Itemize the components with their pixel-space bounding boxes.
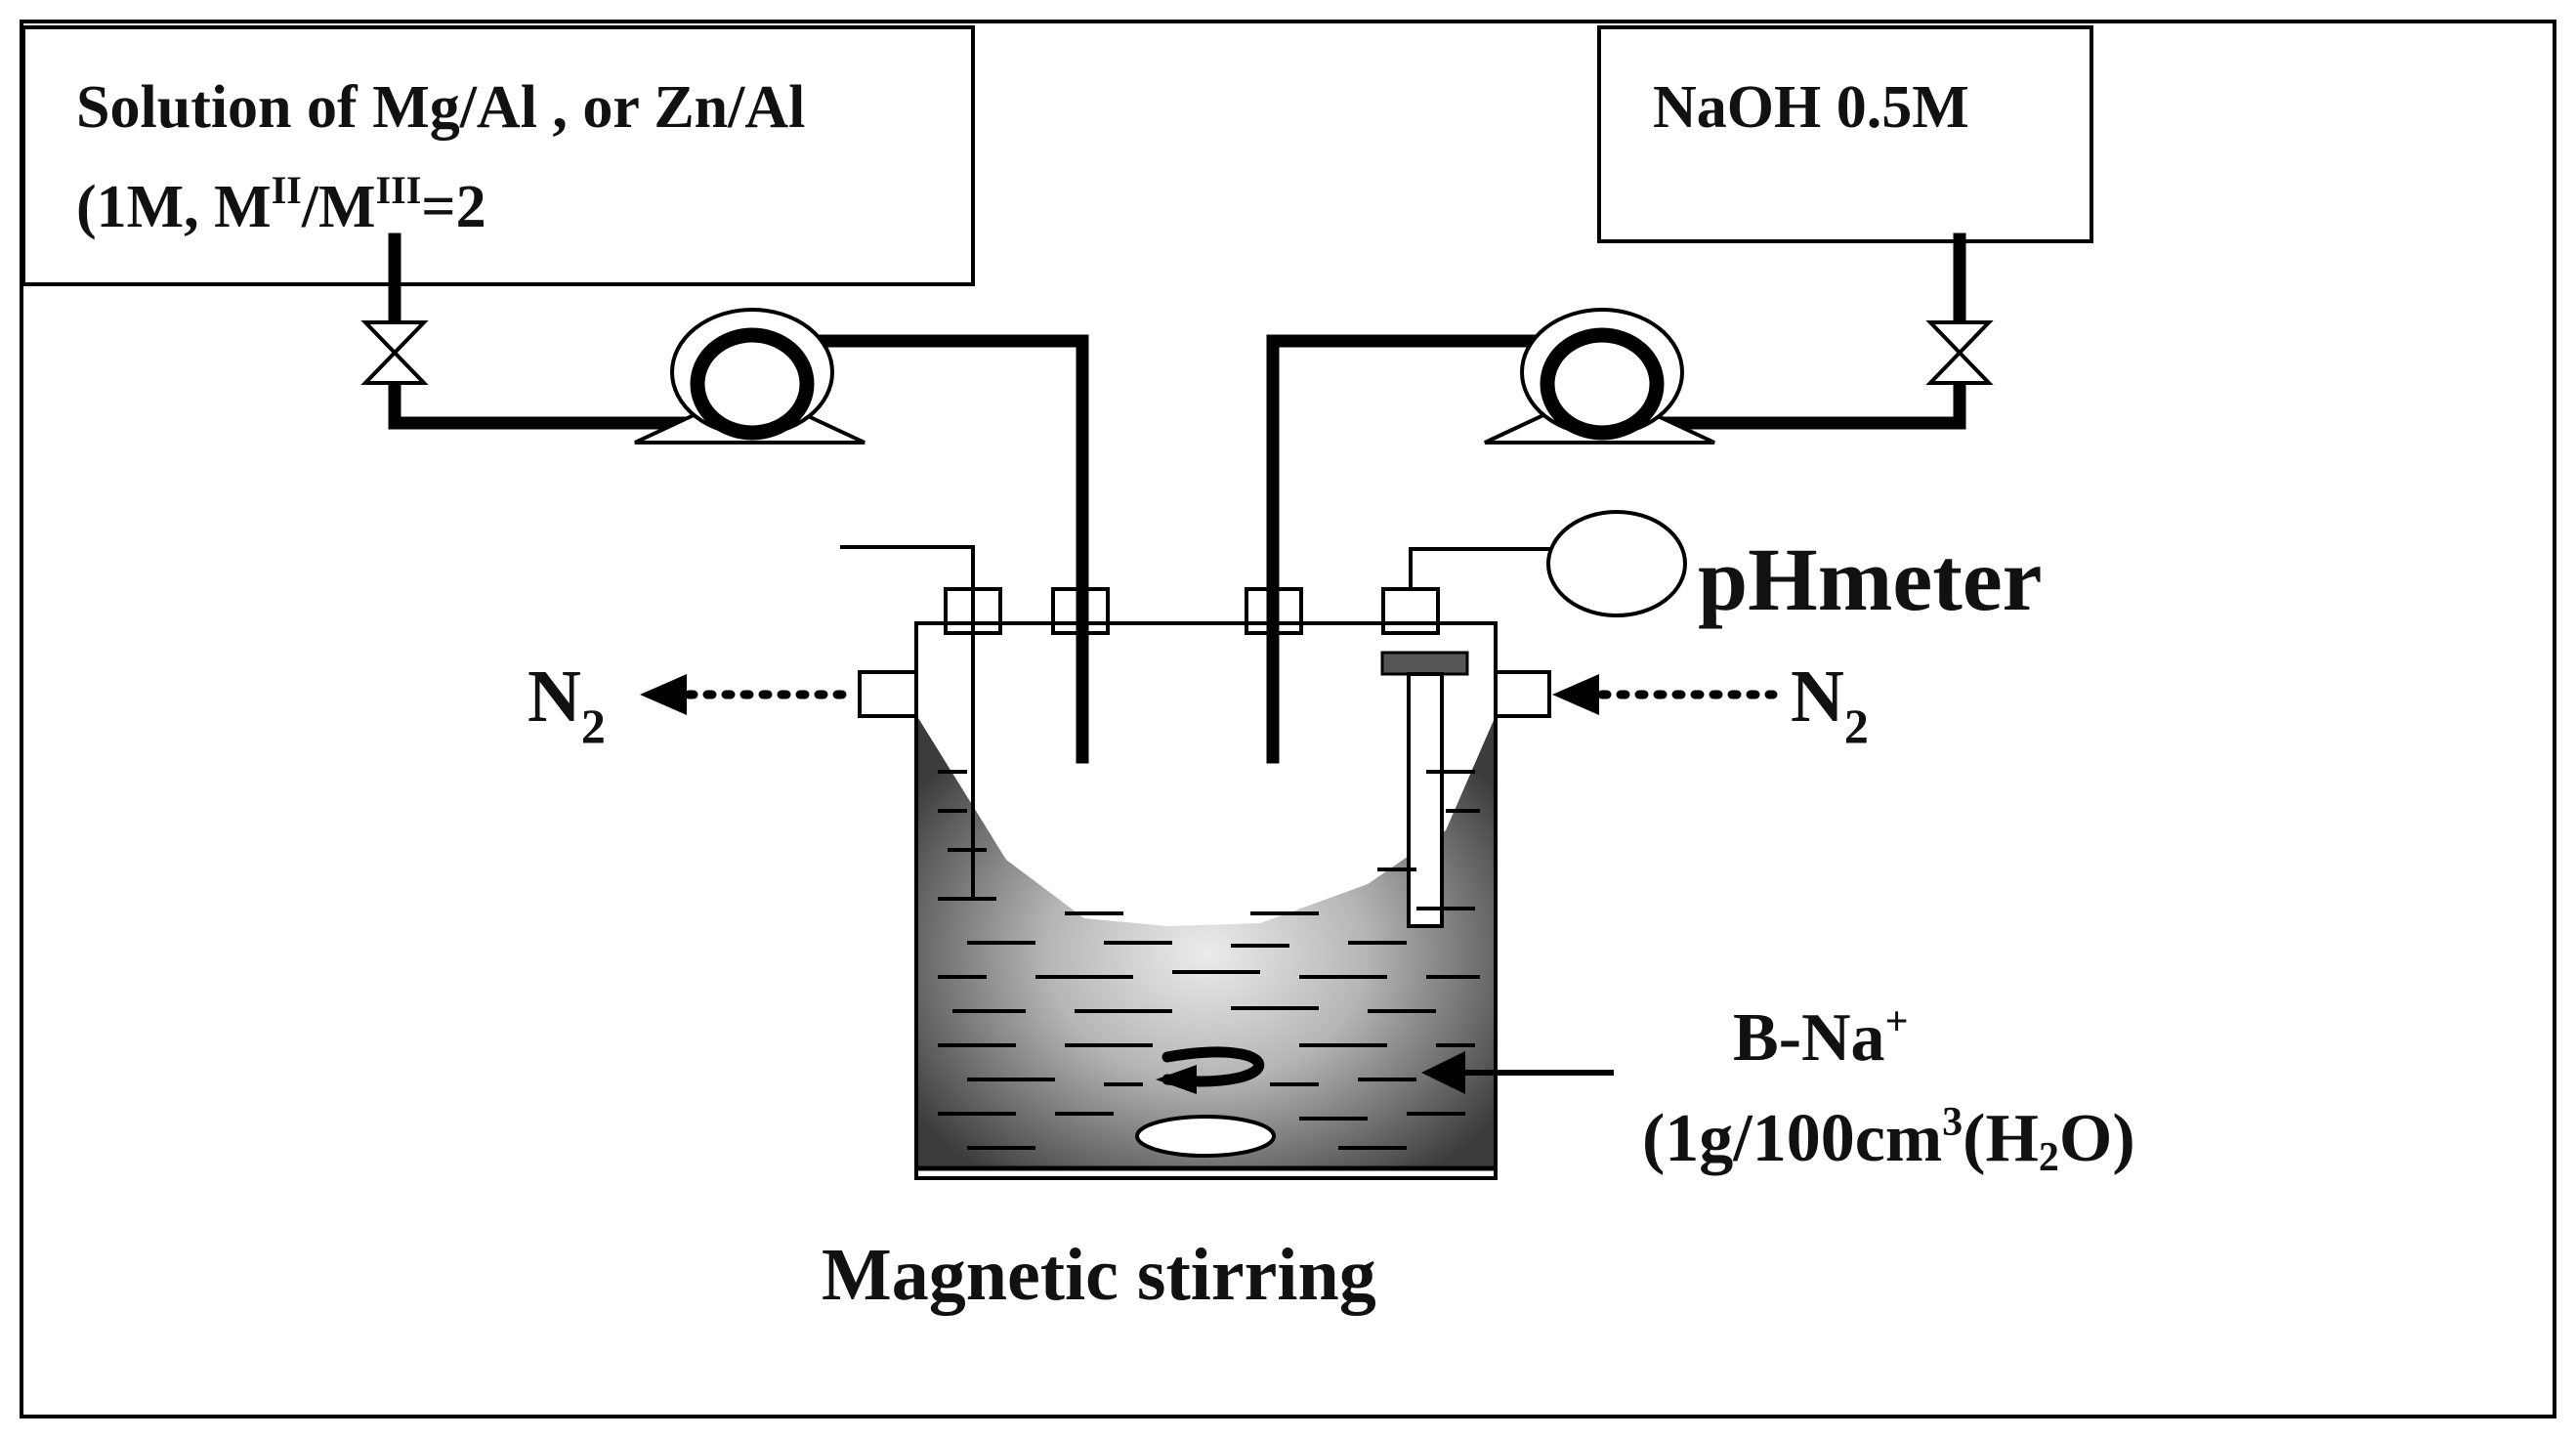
magnetic-stirring-label: Magnetic stirring: [822, 1234, 1376, 1316]
ph-electrode-cable: [1409, 547, 1553, 589]
left-valve-icon: [360, 320, 429, 385]
top-port-3: [1245, 587, 1303, 635]
reactor-vessel: [840, 545, 1553, 1180]
ph-electrode: [1407, 672, 1444, 928]
right-valve-icon: [1925, 320, 1994, 385]
liquid-suspension: [918, 718, 1495, 1170]
rotation-arrowhead-icon: [1156, 1065, 1197, 1094]
n2-inlet-label: N2: [1791, 656, 1869, 753]
n2-inlet-arrow: [1552, 674, 1778, 715]
ph-meter-label: pHmeter: [1698, 529, 2043, 629]
naoh-box: [1597, 25, 2093, 243]
left-pump-icon: [634, 308, 866, 444]
naoh-label: NaOH 0.5M: [1653, 74, 1969, 141]
suspension-pointer-arrow: [1421, 1051, 1614, 1094]
liquid-dashes: [938, 770, 1480, 1150]
left-feed-line: [388, 233, 1089, 764]
n2-inlet-port: [1494, 670, 1551, 718]
suspension-label-line1: B-Na+: [1733, 999, 1909, 1076]
n2-outlet-arrow: [640, 674, 855, 715]
metal-solution-box: [21, 25, 975, 286]
right-feed-line: [1266, 233, 1966, 764]
suspension-label-line2: (1g/100cm3(H2O): [1642, 1100, 2135, 1180]
right-pump-icon: [1484, 308, 1715, 444]
ph-electrode-cap: [1380, 651, 1469, 676]
metal-solution-label-line1: Solution of Mg/Al , or Zn/Al: [76, 74, 805, 141]
ph-meter-icon: [1546, 510, 1687, 617]
top-port-2: [1051, 587, 1110, 635]
n2-outlet-port: [858, 670, 918, 718]
metal-solution-label-line2: (1M, MII/MIII=2: [76, 168, 486, 240]
n2-outlet-label: N2: [528, 656, 606, 753]
stir-bar-icon: [1135, 1115, 1276, 1158]
rotation-arrow-icon: [1161, 1046, 1265, 1087]
